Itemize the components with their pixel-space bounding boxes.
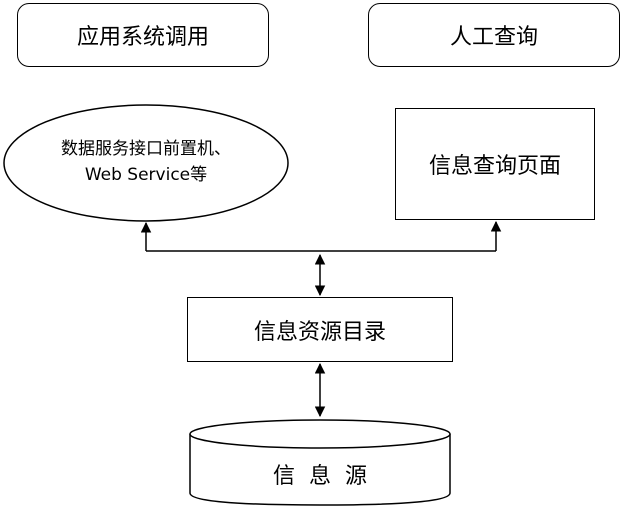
app-call-node: 应用系统调用 (17, 3, 269, 67)
data-service-label: 数据服务接口前置机、 Web Service等 (61, 139, 231, 185)
info-query-page-node: 信息查询页面 (395, 108, 595, 220)
manual-query-node: 人工查询 (368, 3, 620, 67)
info-source-cylinder (189, 434, 451, 506)
info-catalog-label: 信息资源目录 (253, 319, 386, 345)
manual-query-label: 人工查询 (449, 25, 538, 50)
info-catalog-node: 信息资源目录 (187, 297, 453, 362)
app-call-label: 应用系统调用 (76, 25, 209, 50)
data-service-ellipse (3, 104, 289, 222)
info-source-label: 信息源 (272, 464, 381, 489)
info-query-page-label: 信息查询页面 (428, 154, 561, 179)
info-source-cylinder-top (189, 419, 451, 449)
